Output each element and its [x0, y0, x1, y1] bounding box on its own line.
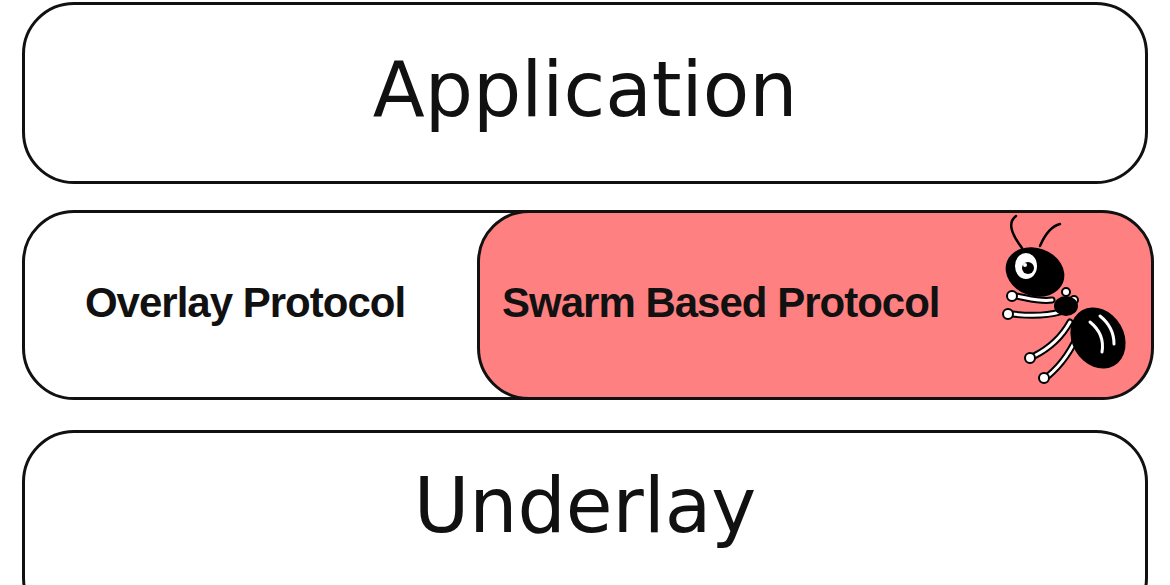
layer-label: Underlay — [414, 461, 757, 550]
layer-label: Overlay Protocol — [85, 279, 405, 327]
text-holder: Swarm Based Protocol — [502, 213, 1002, 393]
text-holder: Overlay Protocol — [35, 213, 455, 393]
text-holder: Application — [25, 5, 1145, 173]
layer-label: Application — [373, 45, 798, 134]
layer-box: Overlay Protocol Swarm Based Protocol — [22, 210, 1148, 400]
text-holder: Underlay — [25, 433, 1145, 577]
layer-label: Swarm Based Protocol — [502, 279, 939, 327]
layer-box: Underlay — [22, 430, 1148, 585]
layer-box: Application — [22, 2, 1148, 184]
highlight-box: Swarm Based Protocol — [477, 210, 1154, 400]
